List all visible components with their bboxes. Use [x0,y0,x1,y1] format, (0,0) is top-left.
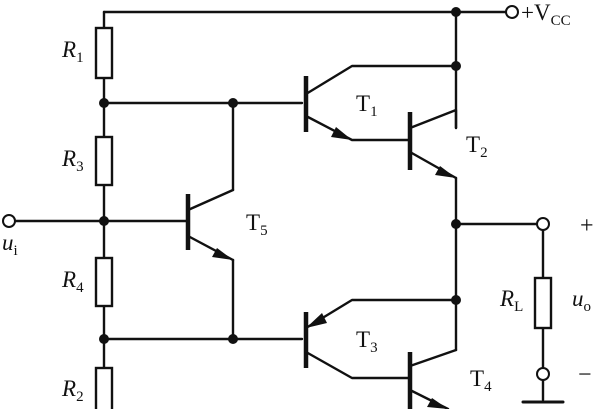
junction-dot [451,295,461,305]
resistor-r2 [94,366,114,409]
resistor-r1 [94,26,114,80]
r1-label: R1 [61,37,84,66]
output-minus-sign: − [578,362,592,388]
output-plus-sign: + [580,213,594,239]
resistor-r4 [94,256,114,308]
r3-label: R3 [61,146,84,175]
vcc-terminal [505,5,519,19]
transistor-t1 [303,64,458,142]
junction-dot [99,334,109,344]
t5-label: T5 [246,210,268,239]
transistor-t3 [303,298,458,380]
junction-dot [99,216,109,226]
r4-label: R4 [61,267,84,296]
input-terminal [2,214,16,228]
transistor-t2 [407,108,458,180]
rl-label: RL [499,286,523,315]
t3-label: T3 [356,327,378,356]
junction-dot [451,61,461,71]
transistor-t4 [407,348,458,409]
input-label: ui [2,230,18,259]
r2-label: R2 [61,376,84,405]
output-label: uo [572,286,591,315]
output-terminal-top [536,217,550,231]
junction-dot [99,98,109,108]
transistor-t5 [185,188,235,262]
t1-label: T1 [356,91,378,120]
t4-label: T4 [470,366,492,395]
junction-dot [451,7,461,17]
output-terminal-bottom [536,367,550,381]
vcc-label: +VCC [521,0,571,29]
t2-label: T2 [466,132,488,161]
junction-dot [451,219,461,229]
resistor-rl [533,276,553,330]
junction-dot [228,98,238,108]
resistor-r3 [94,135,114,187]
junction-dot [228,334,238,344]
